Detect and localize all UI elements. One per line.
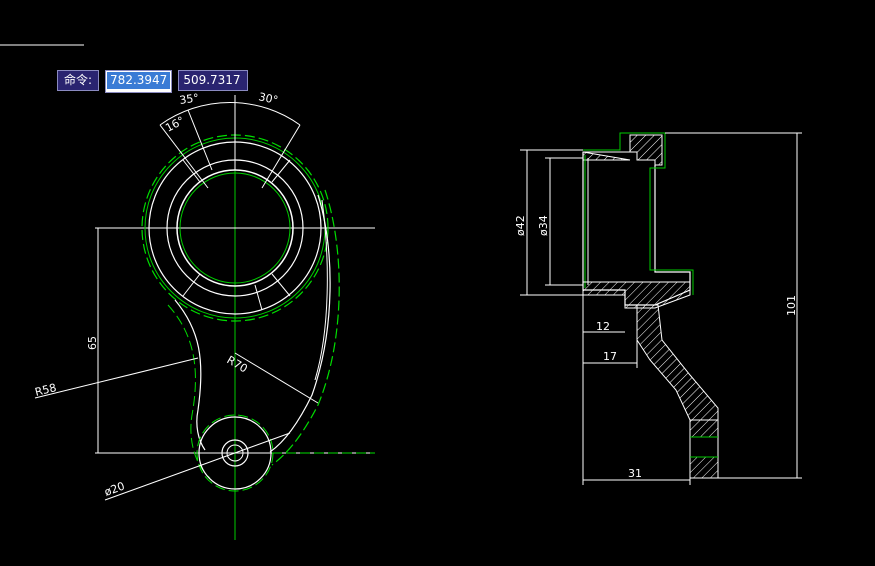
front-view[interactable] <box>34 95 375 540</box>
section-arm-hatch <box>636 304 719 421</box>
arm-left-green <box>167 304 211 479</box>
dim-r58: R58 <box>34 381 58 399</box>
dim-angle-b: 30° <box>257 90 279 107</box>
bore-inner-green <box>179 172 291 284</box>
command-input-bar: 命令: 782.3947 509.7317 <box>57 70 249 93</box>
small-hole-outer <box>221 439 249 467</box>
dim-r70: R70 <box>225 353 250 375</box>
d20-leader <box>104 432 291 501</box>
spoke-top-left <box>182 159 201 183</box>
section-lower-hole <box>689 436 719 458</box>
angle-dim-arc <box>159 102 301 126</box>
dim-65: 65 <box>86 336 99 350</box>
section-view[interactable] <box>520 132 802 485</box>
section-outline-green <box>580 132 694 295</box>
arm-left-edge <box>174 299 206 451</box>
spoke-top-right <box>271 159 291 183</box>
spoke-bottom-left <box>182 273 201 297</box>
spoke-bottom-right <box>271 273 291 297</box>
r58-leader <box>34 357 199 399</box>
angle-ext-left <box>159 124 209 189</box>
angle-ext-right <box>261 124 301 189</box>
command-label: 命令: <box>57 70 100 91</box>
arm-right-edge <box>269 194 331 453</box>
dim-d20: ø20 <box>103 480 127 499</box>
dim-d34: ø34 <box>537 215 550 236</box>
dim-101: 101 <box>785 295 798 316</box>
small-boss-circle <box>198 416 272 490</box>
x-coordinate-input[interactable]: 782.3947 <box>105 70 173 93</box>
spoke-bottom-center <box>254 284 263 311</box>
dim-31: 31 <box>628 467 642 480</box>
x-coordinate-value[interactable]: 782.3947 <box>107 72 171 89</box>
dim-17: 17 <box>603 350 617 363</box>
r70-leader <box>234 352 319 404</box>
section-bottom-hatch <box>582 281 691 309</box>
angle-ext-inner <box>187 109 213 171</box>
dim-12: 12 <box>596 320 610 333</box>
dim-angle-c: 16° <box>163 114 186 135</box>
y-coordinate-input[interactable]: 509.7317 <box>178 70 249 91</box>
small-hole-inner <box>226 444 244 462</box>
dim-d42: ø42 <box>514 215 527 236</box>
dim-angle-a: 35° <box>179 91 200 107</box>
arm-right-green <box>271 189 340 466</box>
arm-right-inner <box>314 199 328 381</box>
